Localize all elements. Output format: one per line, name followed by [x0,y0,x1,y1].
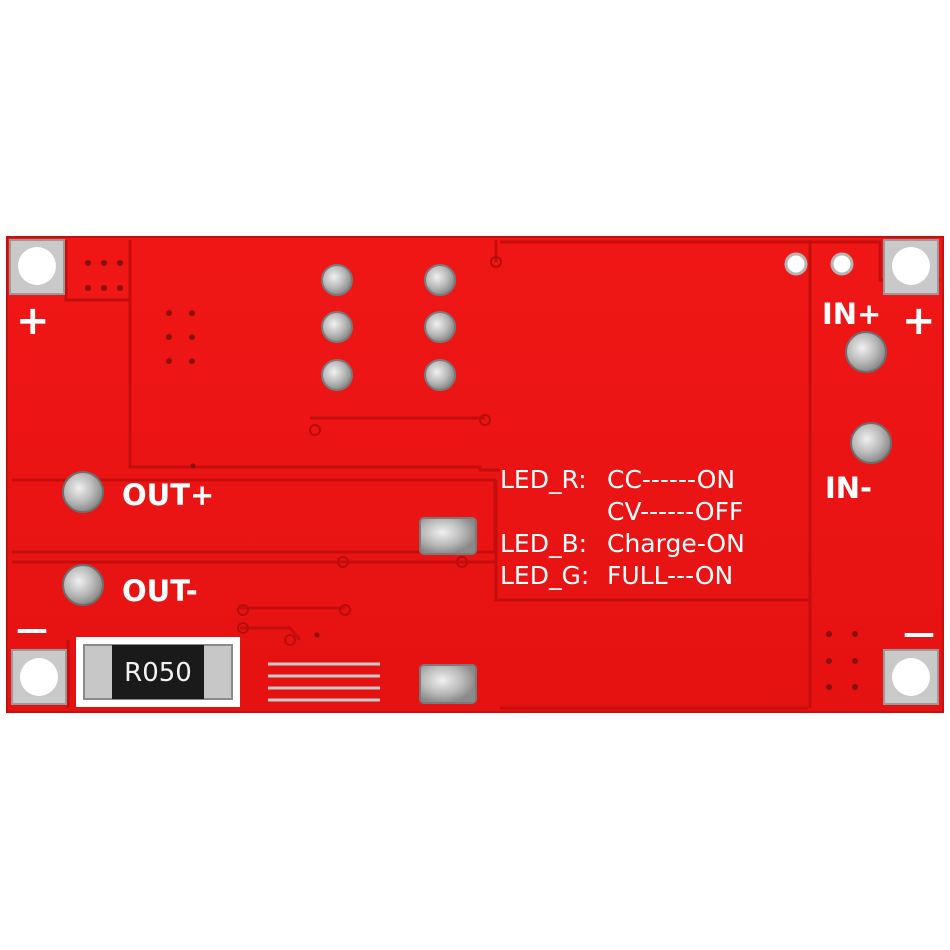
legend-led-g-key: LED_G: [500,561,589,590]
mounting-hole [883,649,939,705]
trace-end-dots [237,256,502,646]
plus-sign-left: + [16,298,50,344]
legend-led-b-key: LED_B: [500,529,587,558]
in-plus-pad [845,331,887,373]
legend-led-r-value: CC------ON [607,465,735,494]
out-plus-pad [62,471,104,513]
plus-sign-right: + [902,298,936,344]
via-hole [784,252,808,276]
legend-cv-value: CV------OFF [607,497,743,526]
legend-led-r-key: LED_R: [500,465,587,494]
out-minus-pad [62,564,104,606]
via-dots [85,260,858,690]
smd-pad [419,517,477,555]
legend-led-g-value: FULL---ON [607,561,733,590]
out-plus-label: OUT+ [122,478,214,512]
shunt-resistor: R050 [76,637,240,707]
resistor-marking: R050 [124,658,192,688]
mounting-hole [9,239,65,295]
solder-joint [321,264,456,391]
in-minus-pad [850,422,892,464]
minus-sign-right: — [903,614,935,652]
out-minus-label: OUT- [122,574,198,608]
pcb-board [6,236,944,713]
smd-pad [419,664,477,704]
mounting-hole [883,239,939,295]
minus-sign-left: — [16,610,48,648]
mounting-hole [11,649,67,705]
legend-led-b-value: Charge-ON [607,529,745,558]
comb-traces [268,662,380,702]
in-minus-label: IN- [825,471,872,505]
in-plus-label: IN+ [822,297,881,331]
via-hole [830,252,854,276]
